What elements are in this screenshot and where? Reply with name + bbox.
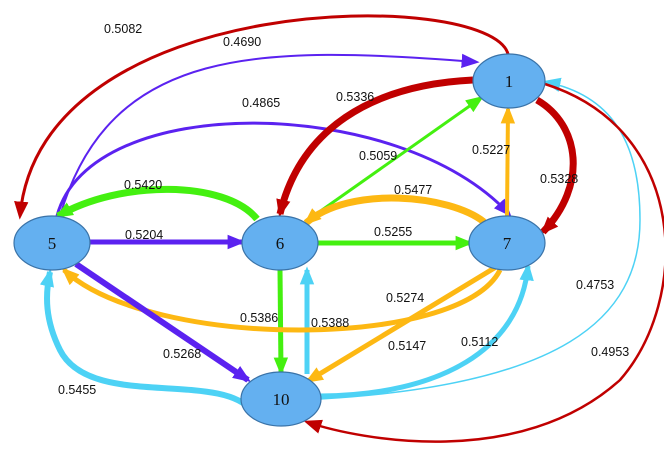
edge-weight-label-10-to-5: 0.5455	[58, 383, 96, 397]
node-label-6: 6	[276, 234, 285, 253]
edge-1-to-10	[303, 82, 664, 443]
node-ellipse-10	[240, 371, 322, 427]
edge-weight-label-1-to-7: 0.5328	[540, 172, 578, 186]
node-label-10: 10	[273, 390, 290, 409]
edge-6-to-5	[54, 185, 260, 222]
edge-5-to-1	[59, 53, 480, 217]
edge-weight-label-1-to-5: 0.5082	[104, 22, 142, 36]
edge-7-to-10	[304, 264, 498, 384]
edge-weight-label-5-to-7: 0.4865	[242, 96, 280, 110]
edge-7-to-1	[500, 105, 516, 217]
edge-5-to-10	[74, 261, 251, 383]
edge-7-to-5	[61, 267, 503, 333]
node-ellipse-5	[13, 215, 91, 271]
edge-6-to-10	[273, 269, 289, 376]
node-label-1: 1	[505, 72, 514, 91]
edge-10-to-5	[39, 268, 255, 414]
edge-weight-label-1-to-6: 0.5336	[336, 90, 374, 104]
node-6: 6	[241, 215, 319, 271]
node-label-5: 5	[48, 234, 57, 253]
edge-weight-label-6-to-7: 0.5255	[374, 225, 412, 239]
edge-10-to-7	[319, 262, 534, 399]
edge-labels-layer: 0.5082 0.4690 0.4865 0.5336 0.5059 0.5227 0.53…	[58, 22, 629, 397]
edge-10-to-1	[319, 77, 641, 400]
edge-1-to-6	[276, 76, 474, 218]
edge-1-to-7	[535, 96, 577, 235]
edge-1-to-5	[14, 14, 510, 220]
node-ellipse-7	[468, 215, 546, 271]
node-10: 10	[240, 371, 322, 427]
edge-weight-label-1-to-10: 0.4953	[591, 345, 629, 359]
edge-weight-label-10-to-7: 0.5112	[461, 335, 498, 349]
edge-weight-label-10-to-1: 0.4753	[576, 278, 614, 292]
edge-weight-label-7-to-5: 0.5147	[388, 339, 426, 353]
edge-weight-label-6-to-10: 0.5386	[240, 311, 278, 325]
node-7: 7	[468, 215, 546, 271]
node-label-7: 7	[503, 234, 512, 253]
edge-weight-label-7-to-1: 0.5227	[472, 143, 510, 157]
edge-7-to-6	[303, 194, 487, 226]
edge-weight-label-10-to-6: 0.5388	[311, 316, 349, 330]
node-ellipse-6	[241, 215, 319, 271]
edge-weight-label-6-to-5: 0.5420	[124, 178, 162, 192]
edge-6-to-1	[304, 95, 484, 224]
node-5: 5	[13, 215, 91, 271]
edge-5-to-7	[55, 121, 512, 217]
edge-weight-label-6-to-1: 0.5059	[359, 149, 397, 163]
edge-weight-label-7-to-10: 0.5274	[386, 291, 424, 305]
edge-weight-label-5-to-10: 0.5268	[163, 347, 201, 361]
node-ellipse-1	[472, 53, 546, 109]
node-1: 1	[472, 53, 546, 109]
edge-weight-label-7-to-6: 0.5477	[394, 183, 432, 197]
edge-weight-label-5-to-6: 0.5204	[125, 228, 163, 242]
nodes-layer: 1 5 6 7 10	[13, 53, 546, 427]
edge-weight-label-5-to-1: 0.4690	[223, 35, 261, 49]
edges-layer	[14, 14, 664, 443]
